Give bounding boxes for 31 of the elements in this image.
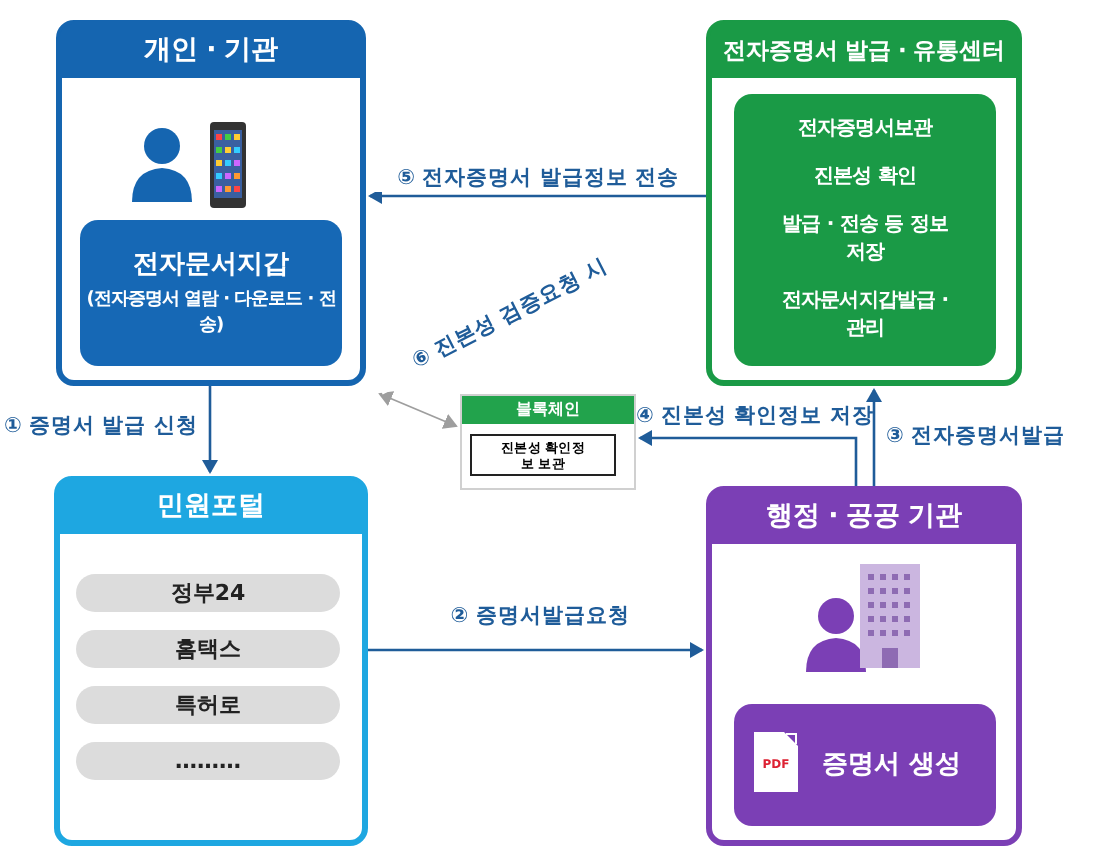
panel-header: 개인 · 기관 — [60, 24, 362, 78]
portal-pill: 홈택스 — [76, 630, 340, 668]
edge-label: ④ 진본성 확인정보 저장 — [636, 402, 872, 430]
panel-header: 전자증명서 발급 · 유통센터 — [710, 24, 1018, 78]
panel-header: 행정 · 공공 기관 — [710, 490, 1018, 544]
arrow — [368, 188, 706, 204]
panel — [56, 20, 366, 386]
panel-header: 민원포털 — [58, 480, 364, 534]
portal-pill: 특허로 — [76, 686, 340, 724]
service-text: 전자증명서보관 — [795, 116, 935, 144]
panel — [706, 20, 1022, 386]
blockchain-box — [460, 394, 636, 490]
blockchain-header: 블록체인 — [462, 396, 634, 424]
generate-text: 증명서 생성 — [822, 748, 962, 784]
service-text: 진본성 확인 — [811, 164, 919, 192]
portal-pill: 정부24 — [76, 574, 340, 612]
arrow — [368, 642, 704, 658]
panel — [706, 486, 1022, 846]
arrow — [202, 386, 218, 474]
panel — [54, 476, 368, 846]
arrow — [378, 391, 458, 429]
wallet-text: (전자증명서 열람 · 다운로드 · 전송) — [84, 288, 338, 340]
wallet-box — [80, 220, 342, 366]
service-box — [734, 94, 996, 366]
arrow — [866, 388, 882, 486]
portal-pill: ……… — [76, 742, 340, 780]
service-text: 전자문서지갑발급 · 관리 — [779, 288, 951, 344]
arrow — [638, 430, 858, 486]
wallet-text: 전자문서지갑 — [131, 248, 291, 282]
generate-box — [734, 704, 996, 826]
service-text: 발급 · 전송 등 정보 저장 — [780, 212, 950, 268]
